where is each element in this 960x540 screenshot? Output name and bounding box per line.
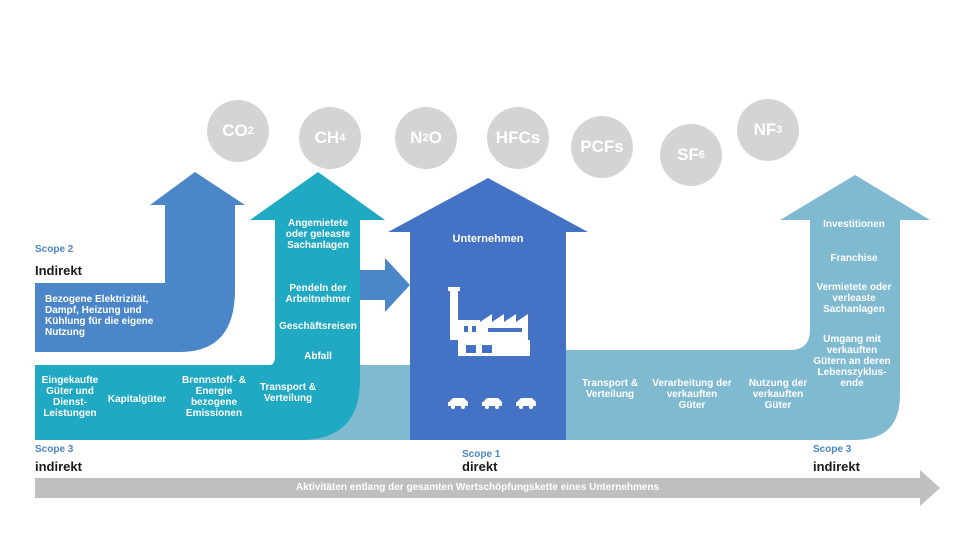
scope3-left-type: indirekt bbox=[35, 459, 82, 474]
downstream-item-franchise: Franchise bbox=[830, 253, 878, 264]
scope2-label: Scope 2 bbox=[35, 244, 74, 255]
gas-hfcs: HFCs bbox=[487, 107, 549, 169]
downstream-item-use: Nutzung der verkauften Güter bbox=[748, 378, 808, 411]
downstream-item-transport: Transport & Verteilung bbox=[581, 378, 639, 400]
company-scope-type: direkt bbox=[462, 459, 498, 474]
company-house bbox=[388, 178, 588, 440]
downstream-item-leased-assets: Vermietete oder verleaste Sachanlagen bbox=[816, 282, 892, 315]
downstream-item-end-of-life: Umgang mit verkauften Gütern an deren Le… bbox=[813, 334, 891, 389]
downstream-scope-label: Scope 3 bbox=[813, 444, 852, 455]
commute-arrow bbox=[360, 258, 410, 312]
value-chain-label: Aktivitäten entlang der gesamten Wertsch… bbox=[295, 482, 660, 493]
car-icons bbox=[448, 398, 536, 409]
scope2-item: Bezogene Elektrizität, Dampf, Heizung un… bbox=[45, 294, 154, 338]
scope3-left-item-capital-goods: Kapitalgüter bbox=[107, 394, 167, 405]
scope3-left-item-purchased-goods: Eingekaufte Güter und Dienst-Leistungen bbox=[41, 375, 99, 419]
scope2-arrow bbox=[35, 172, 245, 352]
gas-pcfs: PCFs bbox=[571, 116, 633, 178]
upstream-item-transport: Transport & Verteilung bbox=[259, 382, 317, 404]
upstream-item-waste: Abfall bbox=[304, 351, 332, 362]
value-chain-bar bbox=[35, 470, 940, 506]
scope3-left-label: Scope 3 bbox=[35, 444, 74, 455]
company-title: Unternehmen bbox=[452, 233, 524, 245]
downstream-arrow bbox=[560, 175, 930, 440]
upstream-item-leased-assets: Angemietete oder geleaste Sachanlagen bbox=[285, 218, 351, 251]
upstream-arrow bbox=[35, 172, 385, 440]
downstream-item-processing: Verarbeitung der verkauften Güter bbox=[652, 378, 732, 411]
downstream-item-investments: Investitionen bbox=[823, 219, 885, 230]
upstream-item-commuting: Pendeln der Arbeitnehmer bbox=[285, 283, 351, 305]
scope3-left-item-fuel-energy: Brennstoff- & Energie bezogene Emissione… bbox=[182, 375, 246, 419]
scope2-type: Indirekt bbox=[35, 263, 82, 278]
upstream-item-business-travel: Geschäftsreisen bbox=[279, 321, 357, 332]
company-scope-label: Scope 1 bbox=[462, 449, 501, 460]
downstream-scope-type: indirekt bbox=[813, 459, 860, 474]
